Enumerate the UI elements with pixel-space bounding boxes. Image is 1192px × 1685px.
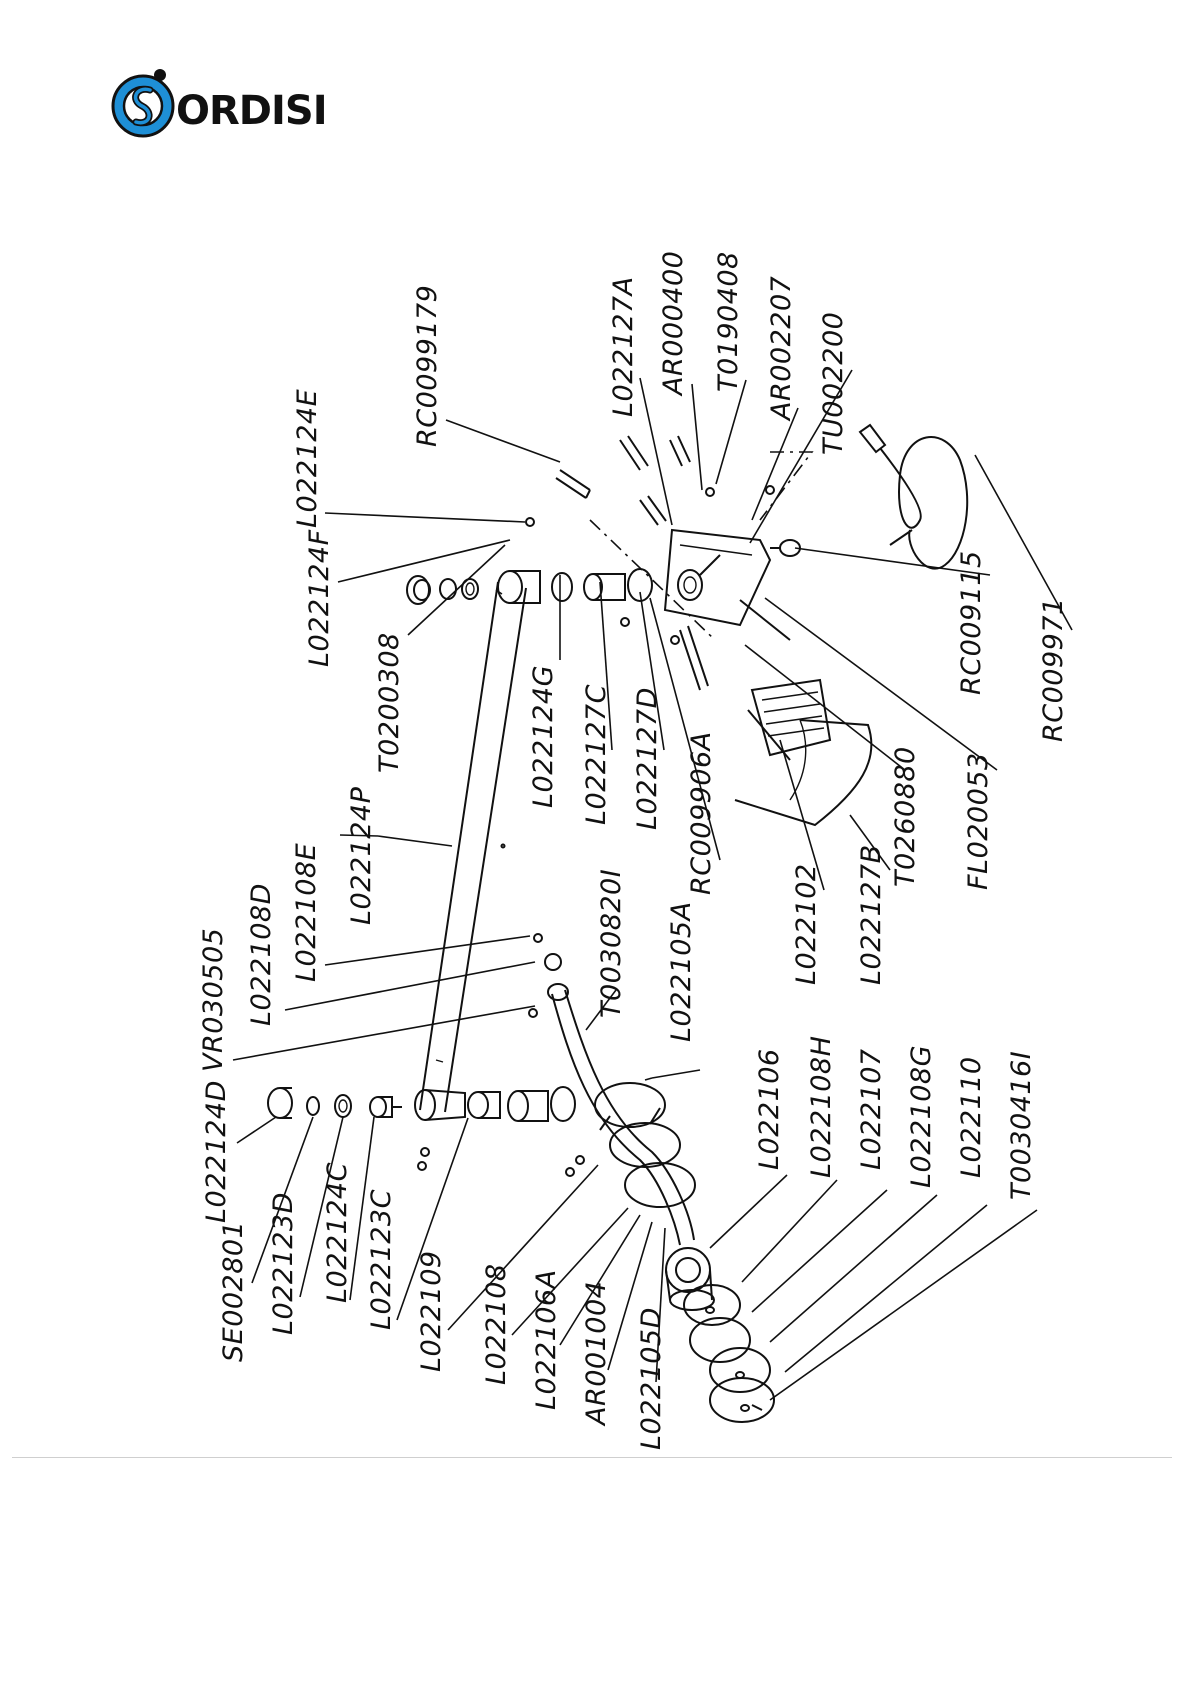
label-ar001004: AR001004: [581, 1281, 612, 1427]
centerline-upper: [589, 519, 716, 641]
label-l022123c: L022123C: [366, 1189, 397, 1330]
label-l022108e: L022108E: [291, 843, 322, 982]
label-l022108h: L022108H: [806, 1036, 837, 1178]
part-labels: RC0099179 L022127A AR000400 T0190408 AR0…: [198, 251, 1069, 1450]
label-l022106a: L022106A: [531, 1269, 562, 1410]
label-rc009115: RC009115: [956, 550, 987, 695]
label-t0200308: T0200308: [374, 632, 405, 773]
label-vr030505: VR030505: [198, 928, 229, 1072]
label-l022127a: L022127A: [608, 276, 639, 417]
label-l022127d: L022127D: [632, 687, 663, 830]
label-l022123d: L022123D: [268, 1192, 299, 1335]
label-tu002200: TU002200: [818, 312, 849, 455]
label-l022106: L022106: [754, 1048, 785, 1170]
label-l022124p: L022124P: [346, 786, 377, 925]
label-l022110: L022110: [956, 1056, 987, 1178]
bottom-assembly: [267, 933, 775, 1423]
label-l022105a: L022105A: [666, 901, 697, 1042]
label-t0260880: T0260880: [890, 746, 921, 887]
label-l022108: L022108: [481, 1263, 512, 1385]
label-t0030416i: T0030416I: [1006, 1051, 1037, 1200]
brand-name: ORDISI: [176, 88, 327, 134]
swirl-logo-icon: [111, 69, 175, 138]
label-l022124c: L022124C: [322, 1162, 353, 1303]
label-l022108d: L022108D: [246, 883, 277, 1026]
label-l022124g: L022124G: [528, 665, 559, 808]
label-l022109: L022109: [416, 1250, 447, 1372]
label-ar002207: AR002207: [766, 276, 797, 422]
label-rc009906a: RC009906A: [686, 731, 717, 895]
label-l022108g: L022108G: [906, 1045, 937, 1188]
label-l022124f: L022124F: [304, 529, 335, 667]
label-fl020053: FL020053: [963, 752, 994, 890]
page-divider: [12, 1457, 1172, 1458]
label-se002801: SE002801: [218, 1221, 249, 1362]
leader-lines: [232, 369, 1073, 1401]
label-l022124e: L022124E: [292, 389, 323, 528]
label-t0190408: T0190408: [713, 251, 744, 392]
ordisi-logo: ORDISI: [111, 69, 328, 138]
label-t0030820i: T0030820I: [596, 869, 627, 1018]
label-l022102: L022102: [791, 863, 822, 985]
label-rc009971: RC009971: [1038, 597, 1069, 742]
arm-tube: [419, 581, 527, 1113]
label-l022107: L022107: [856, 1048, 887, 1170]
label-ar000400: AR000400: [658, 251, 689, 397]
label-l022124d: L022124D: [201, 1080, 232, 1223]
top-assembly: [406, 423, 969, 849]
label-rc0099179: RC0099179: [412, 285, 443, 447]
label-l022105d: L022105D: [636, 1307, 667, 1450]
label-l022127b: L022127B: [856, 844, 887, 985]
label-l022127c: L022127C: [581, 684, 612, 825]
